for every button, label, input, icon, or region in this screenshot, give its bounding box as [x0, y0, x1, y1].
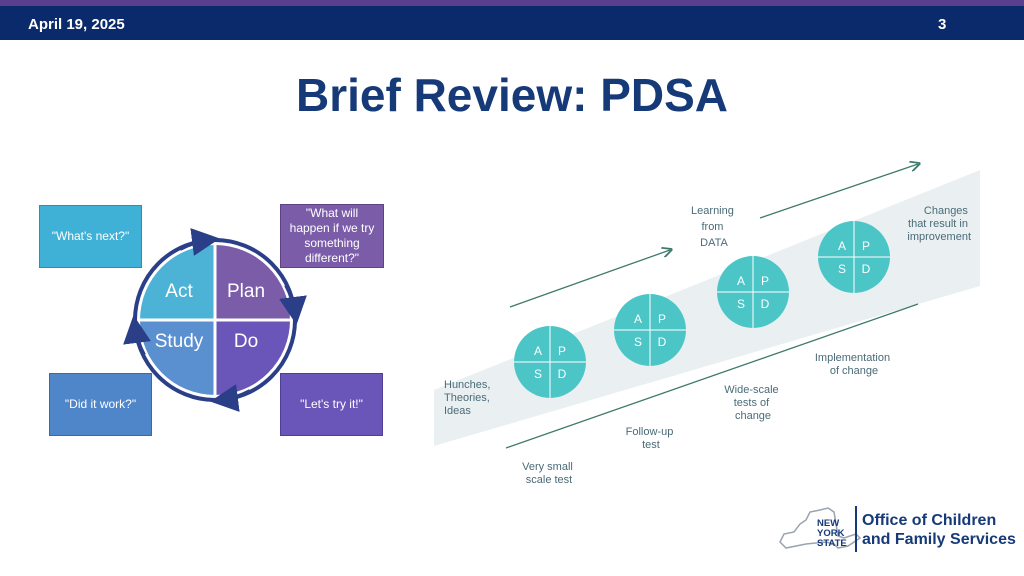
did-it-work-text: "Did it work?"	[64, 397, 137, 411]
wordmark-line-2: YORK	[817, 528, 845, 539]
svg-text:P: P	[658, 312, 666, 326]
slide-header-bar: April 19, 2025 3	[0, 6, 1024, 40]
cycle-arrow-left	[123, 315, 151, 356]
svg-text:P: P	[558, 344, 566, 358]
cycle-arrow-right	[279, 284, 307, 325]
study-quadrant	[140, 320, 215, 395]
ocfs-line-2: and Family Services	[862, 531, 1016, 548]
cycle-arrow-bottom	[210, 384, 251, 412]
pdsa-ramp-diagram: Learning from DATA Changes that result i…	[434, 150, 980, 486]
did-it-work-box: "Did it work?"	[49, 373, 152, 436]
logo-divider	[855, 506, 857, 552]
svg-text:D: D	[658, 335, 667, 349]
new-york-state-wordmark: NEW YORK STATE	[817, 519, 847, 549]
pdsa-cycle-diagram: Act Plan Study Do	[123, 228, 307, 412]
svg-text:D: D	[761, 297, 770, 311]
cycle-arrow-top	[179, 228, 220, 256]
very-small-scale-label: Very small scale test	[522, 461, 576, 486]
svg-text:S: S	[838, 262, 846, 276]
wide-scale-label: Wide-scale tests of change	[724, 384, 781, 422]
svg-text:A: A	[737, 274, 745, 288]
whats-next-text: "What's next?"	[51, 229, 130, 243]
slide-date: April 19, 2025	[28, 16, 125, 33]
svg-text:S: S	[737, 297, 745, 311]
hunches-label: Hunches, Theories, Ideas	[444, 379, 494, 417]
top-accent-strip	[0, 0, 1024, 6]
lets-try-box: "Let's try it!"	[280, 373, 383, 436]
lets-try-text: "Let's try it!"	[300, 397, 363, 411]
svg-text:P: P	[862, 239, 870, 253]
act-label: Act	[165, 281, 193, 302]
pdsa-circle-4: A P S D	[818, 221, 890, 293]
changes-improvement-label: Changes that result in improvement	[907, 205, 971, 243]
pdsa-circle-2: A P S D	[614, 294, 686, 366]
svg-text:S: S	[634, 335, 642, 349]
svg-text:A: A	[634, 312, 642, 326]
slide-page-number: 3	[938, 16, 947, 33]
svg-text:A: A	[534, 344, 542, 358]
svg-text:P: P	[761, 274, 769, 288]
upper-arrow-line-left	[509, 250, 670, 308]
ocfs-line-1: Office of Children	[862, 512, 997, 529]
follow-up-label: Follow-up test	[626, 426, 677, 451]
svg-text:D: D	[862, 262, 871, 276]
svg-text:S: S	[534, 367, 542, 381]
learning-from-data-label: Learning from DATA	[691, 205, 737, 249]
plan-label: Plan	[227, 281, 265, 302]
ocfs-wordmark: Office of Children and Family Services	[862, 511, 1016, 549]
slide-title: Brief Review: PDSA	[295, 69, 728, 121]
what-will-happen-text: "What will happen if we try something di…	[289, 206, 375, 265]
lower-line	[505, 303, 919, 449]
upper-arrow-line-right	[759, 164, 918, 219]
wordmark-line-1: NEW	[817, 518, 840, 529]
plan-quadrant	[215, 245, 290, 320]
implementation-label: Implementation of change	[815, 352, 893, 377]
nys-map-icon	[779, 507, 862, 549]
whats-next-box: "What's next?"	[39, 205, 142, 268]
pdsa-circle-3: A P S D	[717, 256, 789, 328]
act-quadrant	[140, 245, 215, 320]
svg-text:A: A	[838, 239, 846, 253]
study-label: Study	[155, 331, 204, 352]
do-label: Do	[234, 331, 258, 352]
what-will-happen-box: "What will happen if we try something di…	[280, 204, 384, 268]
wordmark-line-3: STATE	[817, 538, 847, 549]
do-quadrant	[215, 320, 290, 395]
svg-text:D: D	[558, 367, 567, 381]
pdsa-circle-1: A P S D	[514, 326, 586, 398]
